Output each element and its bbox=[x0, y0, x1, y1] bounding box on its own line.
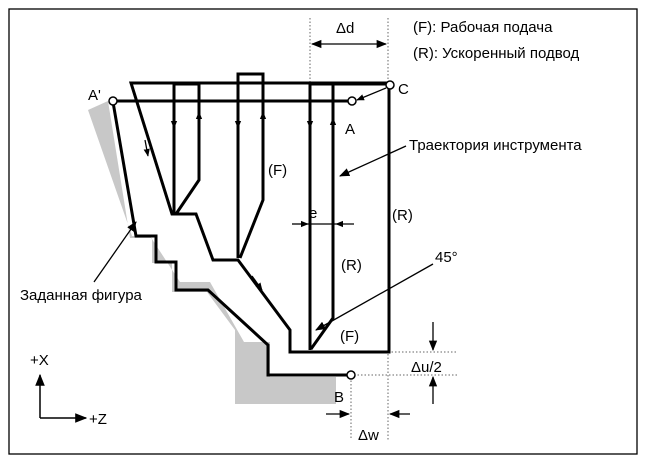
arrow-edge-down bbox=[143, 139, 150, 157]
label-axis-z: +Z bbox=[89, 411, 107, 428]
label-target-shape: Заданная фигура bbox=[20, 287, 143, 304]
arrow-c-to-a bbox=[356, 87, 387, 101]
leader-target-shape bbox=[93, 221, 137, 283]
label-delta-d: Δd bbox=[336, 20, 354, 37]
label-tool-path: Траектория инструмента bbox=[409, 137, 582, 154]
label-e: e bbox=[309, 205, 317, 222]
shaded-workpiece bbox=[88, 101, 336, 404]
target-shape-line bbox=[111, 101, 350, 377]
legend-rapid: (R): Ускоренный подвод bbox=[413, 45, 580, 62]
leader-tool-path bbox=[339, 145, 407, 177]
label-axis-x: +X bbox=[30, 352, 49, 369]
label-b: B bbox=[334, 389, 344, 406]
label-r-middle: (R) bbox=[341, 257, 362, 274]
label-c: C bbox=[398, 81, 409, 98]
point-a-prime-marker bbox=[108, 96, 118, 106]
diagram-border bbox=[8, 8, 638, 455]
label-delta-u2: Δu/2 bbox=[411, 359, 442, 376]
legend-feed: (F): Рабочая подача bbox=[413, 19, 553, 36]
tool-path-line bbox=[128, 81, 391, 354]
cut-pass-1 bbox=[172, 82, 201, 215]
label-a-prime: A' bbox=[88, 87, 101, 104]
point-b-marker bbox=[346, 370, 356, 380]
cut-pass-2 bbox=[236, 72, 265, 259]
label-delta-w: Δw bbox=[358, 427, 379, 444]
label-f-upper: (F) bbox=[268, 162, 287, 179]
point-a-marker bbox=[347, 96, 357, 106]
leader-45deg bbox=[315, 263, 434, 331]
label-a: A bbox=[345, 121, 355, 138]
label-45deg: 45° bbox=[435, 249, 458, 266]
label-r-right: (R) bbox=[392, 207, 413, 224]
arrow-diagonal bbox=[251, 275, 263, 291]
label-f-lower: (F) bbox=[340, 328, 359, 345]
point-c-marker bbox=[385, 80, 395, 90]
